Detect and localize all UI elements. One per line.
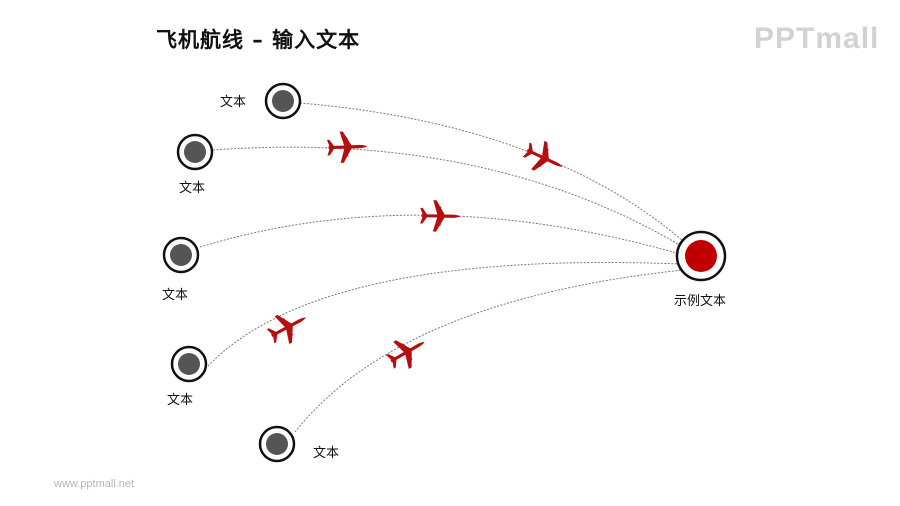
origin-label-4: 文本 <box>167 393 194 408</box>
airplane-icon <box>263 303 314 351</box>
airplane-icon <box>326 130 368 164</box>
route-line-4 <box>207 262 681 367</box>
origin-marker-5 <box>258 425 296 463</box>
origin-label-5: 文本 <box>313 446 340 461</box>
route-line-5 <box>294 269 684 433</box>
origin-marker-1 <box>264 82 302 120</box>
airplane-icon <box>519 135 569 181</box>
origin-label-1: 文本 <box>220 95 247 110</box>
footer-url: www.pptmall.net <box>54 478 135 490</box>
route-line-2 <box>212 146 689 251</box>
hub-label: 示例文本 <box>674 294 727 309</box>
route-line-1 <box>299 102 701 257</box>
hub-marker <box>675 230 727 282</box>
origin-marker-4 <box>170 345 208 383</box>
origin-label-3: 文本 <box>162 288 189 303</box>
page-title: 飞机航线 – 输入文本 <box>156 28 361 52</box>
origin-marker-2 <box>176 133 214 171</box>
airplane-icon <box>382 328 433 376</box>
brand-logo: PPTmall <box>754 22 880 55</box>
origin-label-2: 文本 <box>179 181 206 196</box>
airplane-icon <box>419 200 461 232</box>
route-line-3 <box>199 214 681 255</box>
origin-marker-3 <box>162 236 200 274</box>
